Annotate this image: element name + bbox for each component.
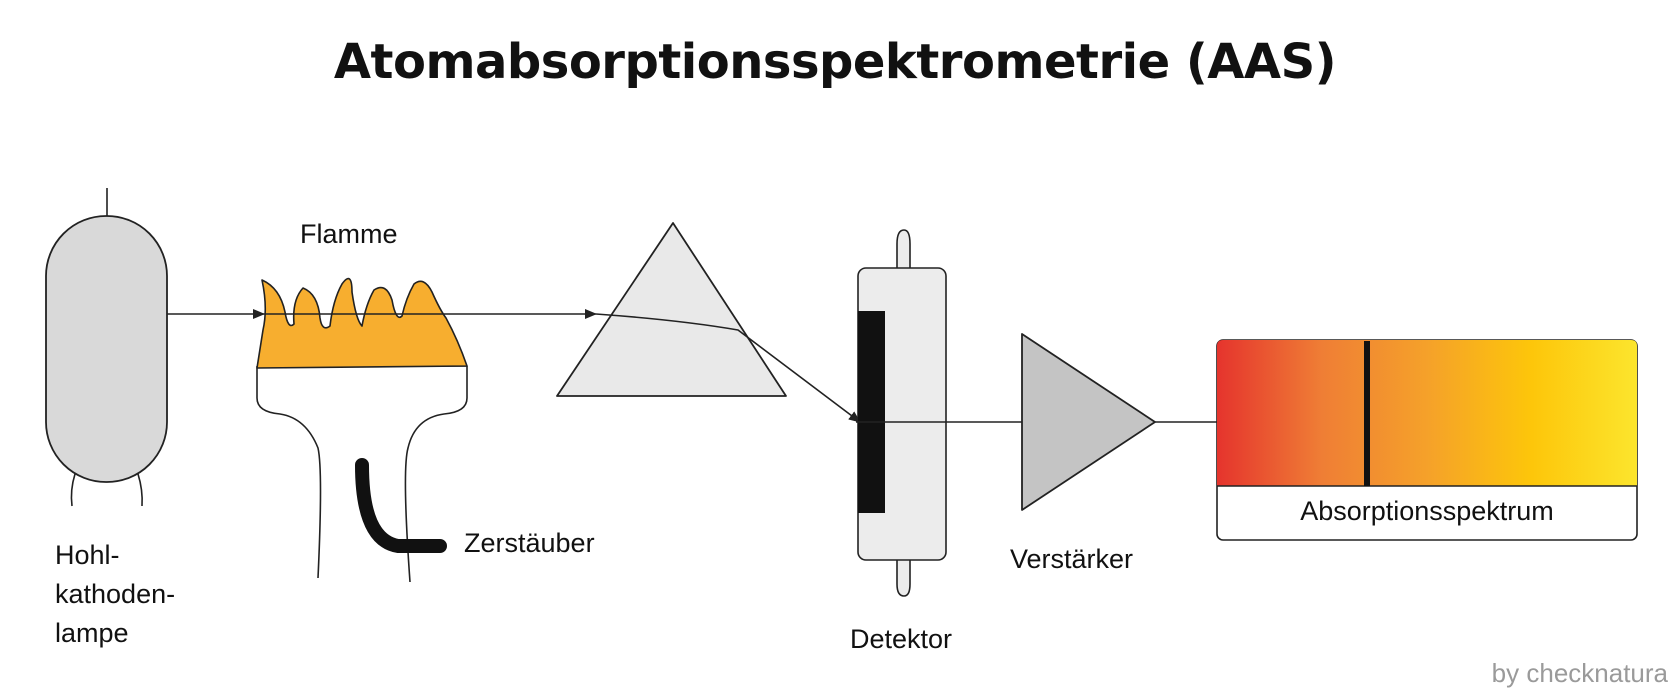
credit-text: by checknatura xyxy=(1491,658,1668,688)
detector xyxy=(857,229,947,597)
refracted-beam xyxy=(595,313,861,423)
amplifier-label: Verstärker xyxy=(1010,544,1134,574)
prism xyxy=(556,222,787,397)
flame-label: Flamme xyxy=(300,219,398,249)
flame-shape xyxy=(256,277,468,369)
lamp-label-line-1: Hohl- xyxy=(55,540,120,570)
absorption-spectrum-display xyxy=(1216,339,1638,541)
spectrum-label: Absorptionsspektrum xyxy=(1300,496,1554,526)
lamp-label-line-2: kathoden- xyxy=(55,579,176,610)
lamp-label-line-3: lampe xyxy=(55,618,129,649)
detector-label: Detektor xyxy=(850,624,953,654)
lamp-label: Hohl- kathoden- lampe xyxy=(55,536,175,653)
nebulizer-tube xyxy=(355,458,447,553)
nebulizer-label: Zerstäuber xyxy=(464,528,595,558)
diagram-title: Atomabsorptionsspektrometrie (AAS) xyxy=(333,34,1337,90)
amplifier xyxy=(1021,333,1156,511)
hollow-cathode-lamp xyxy=(45,188,168,507)
